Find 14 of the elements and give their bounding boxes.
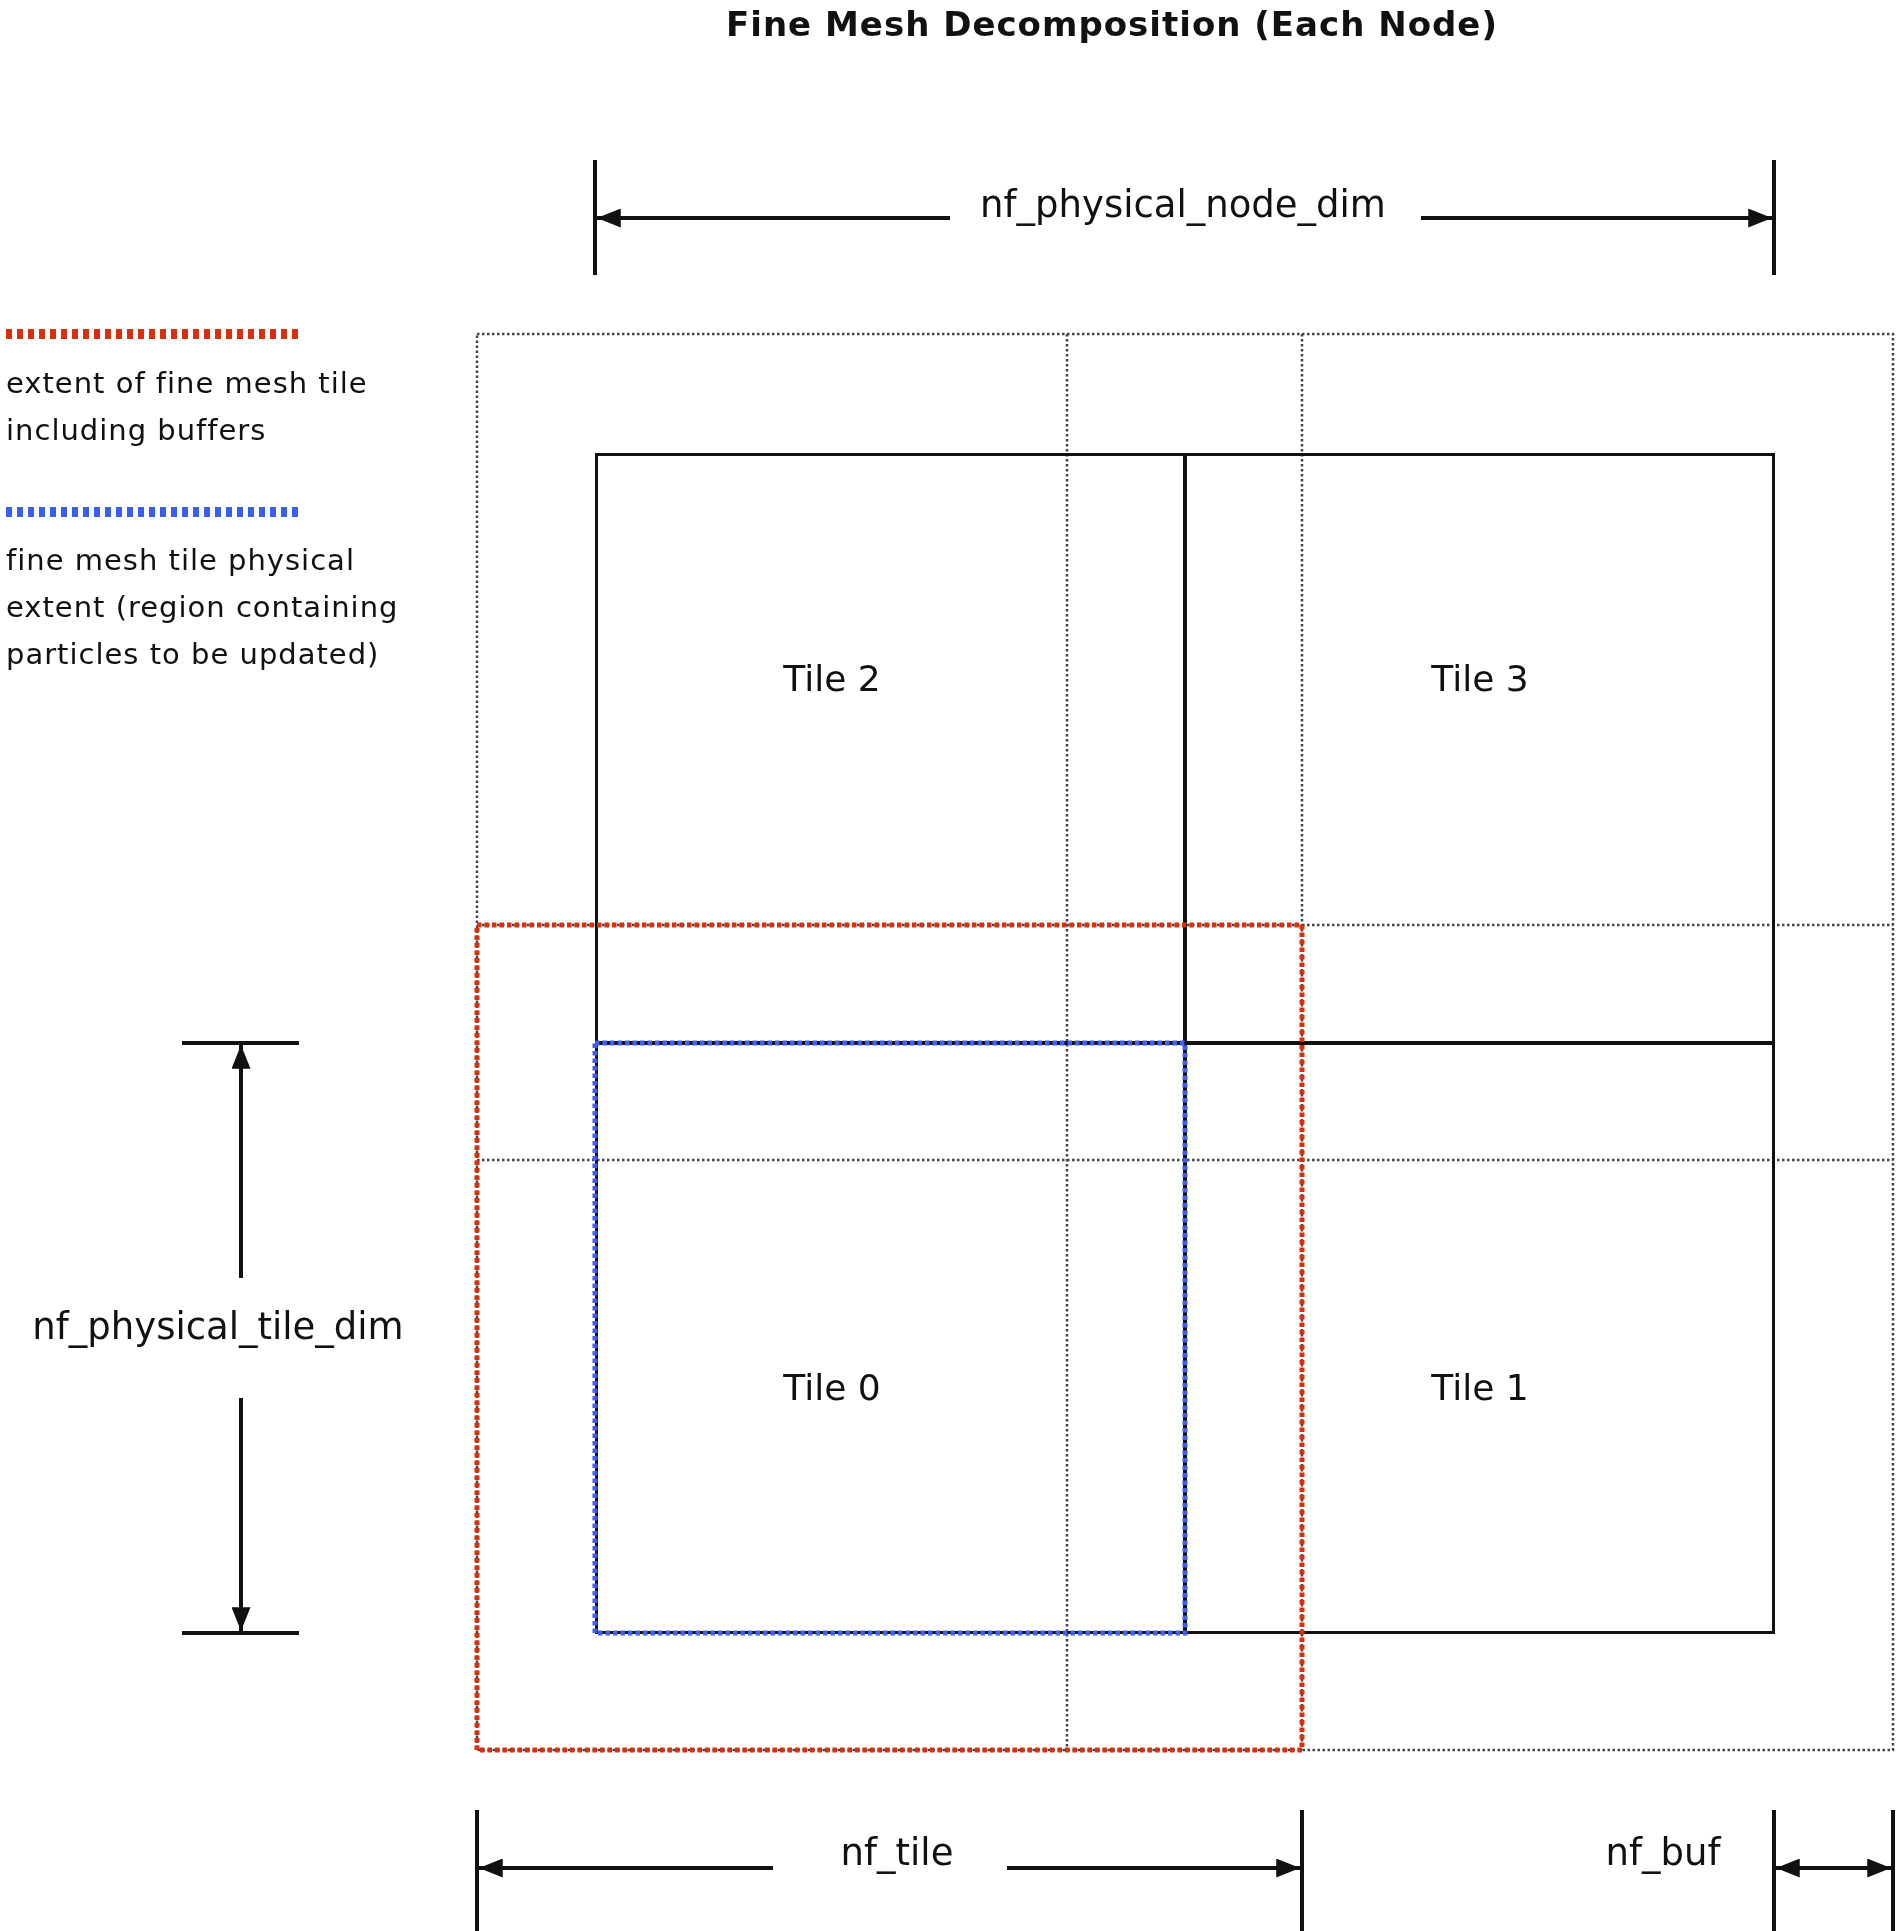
legend-text: extent of fine mesh tile including buffers (6, 365, 369, 449)
tile-label: Tile 1 (1431, 1366, 1529, 1408)
dimension-label: nf_physical_tile_dim (32, 1304, 404, 1348)
tile-label: Tile 0 (783, 1366, 881, 1408)
tile-label: Tile 2 (783, 657, 881, 699)
tile-box (1184, 1042, 1775, 1634)
dimension-label: nf_tile (840, 1830, 954, 1874)
tile-box (1184, 453, 1775, 1044)
tile-box (595, 453, 1186, 1044)
dimension-label: nf_buf (1605, 1830, 1721, 1874)
diagram-title: Fine Mesh Decomposition (Each Node) (725, 4, 1499, 44)
dimension-label: nf_physical_node_dim (980, 182, 1386, 226)
tile-label: Tile 3 (1431, 657, 1529, 699)
legend-text: fine mesh tile physical extent (region containing particles to be updated) (6, 542, 400, 673)
